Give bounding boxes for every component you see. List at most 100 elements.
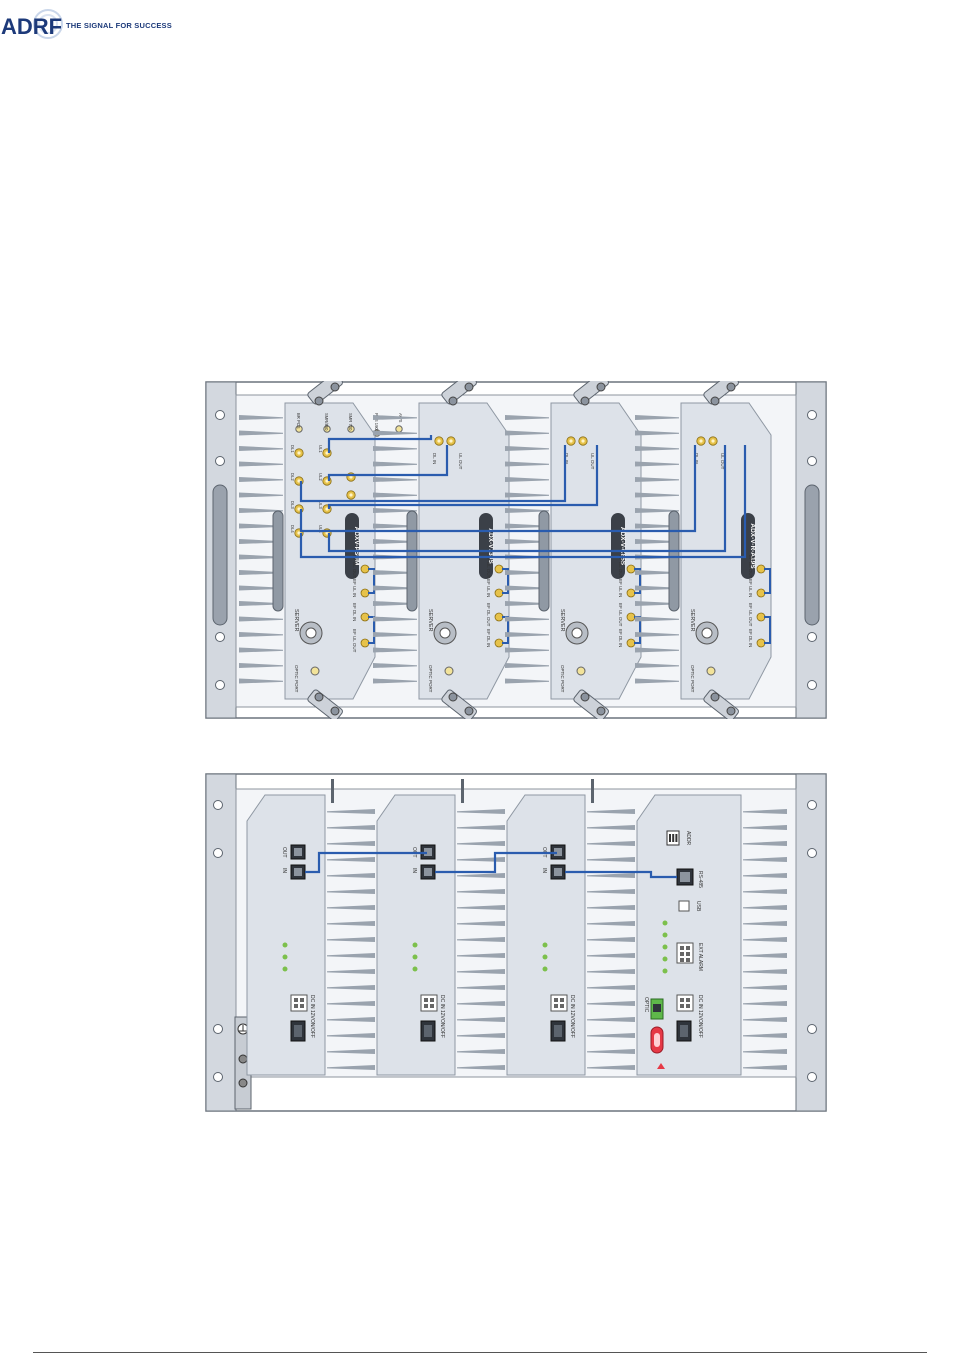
inter-module-cable [327,435,433,453]
heatsink-fin [327,985,375,990]
heatsink-fin [505,663,549,668]
heatsink-fin [505,461,549,467]
heatsink-fin [327,809,375,814]
loopback-cable [634,568,641,594]
status-led [542,966,548,972]
heatsink-fin [587,841,635,846]
rf-port-label: EF UL OUT [486,555,491,579]
rf-port [756,638,766,648]
loopback-cable [368,616,375,644]
in-label: IN [281,868,287,873]
band-label: UL2 [318,473,323,481]
heatsink-fin [373,508,417,513]
heatsink-fin [635,632,679,637]
rs485-socket [680,872,690,882]
heatsink-fin [635,601,679,606]
usb-port [678,900,690,912]
band-label: DL4 [290,525,295,533]
rf-port [360,588,370,598]
heatsink-fin [587,921,635,926]
sma-connector-pin [569,439,573,443]
heatsink-fin [635,477,679,482]
heatsink-fin [635,415,679,420]
heatsink-fin [587,1017,635,1022]
heatsink-fin [457,905,505,910]
heatsink-fin [327,953,375,958]
server-connector-pin [305,627,317,639]
rf-port [360,638,370,648]
daisy-chain-cable [565,870,677,879]
heatsink-fin [635,647,679,653]
alarm-pin [686,946,690,950]
dc-connector [420,994,438,1012]
heatsink-fin [457,937,505,942]
sma-connector-pin [349,475,353,479]
heatsink-fin [373,539,417,544]
optic-port [310,666,320,676]
rf-port-label: EF DL IN [748,629,753,647]
rf-port-label: EF UL OUT [618,603,623,627]
heatsink-fin [505,601,549,606]
rf-port [626,564,636,574]
sma-connector-pin [437,439,441,443]
optic-port-label: OPTIC PORT [690,665,695,693]
heatsink-fin [635,446,679,451]
heatsink-fin [239,430,283,436]
heatsink-fin [587,1001,635,1006]
rf-port-label: EF DL OUT [618,555,623,579]
status-led [662,968,668,974]
sma-connector-pin [325,507,329,511]
dc-label: DC IN 12V [569,995,575,1020]
band-port [347,425,355,433]
dc-pin [560,1004,564,1008]
server-connector-pin [439,627,451,639]
rf-port [756,588,766,598]
heatsink-fin [457,857,505,862]
alarm-pin [680,952,684,956]
band-label: SMR/850 [324,413,329,431]
rj45-in-socket [554,868,562,876]
alarm-pin [680,946,684,950]
inter-module-cable [299,445,567,503]
latch-screw [726,706,736,716]
heatsink-fin [635,539,679,544]
heatsink-fin [373,632,417,637]
power-arrow-icon [657,1063,665,1069]
heatsink-fin [327,825,375,830]
heatsink-fin [635,585,679,591]
in-label: IN [411,868,417,873]
heatsink-fin [327,1001,375,1006]
rf-port-label: EF DL OUT [486,603,491,627]
inter-module-cable [299,445,747,559]
heatsink-fin [505,539,549,544]
rj45-out-socket [554,848,562,856]
heatsink-fin [327,905,375,910]
rs485-label: RS-485 [697,871,703,888]
band-label: UL4 [318,525,323,533]
heatsink-fin [239,585,283,591]
band-label: SMR 700 [348,413,353,431]
heatsink-fin [743,825,787,830]
dc-label: DC IN 12V [697,995,703,1020]
inter-module-cable [327,445,599,509]
heatsink-fin [505,430,549,436]
latch-bracket [573,381,609,405]
heatsink-fin [587,985,635,990]
heatsink-fin [743,1017,787,1022]
ul-out-label: UL OUT [458,453,463,470]
module-grip [538,510,550,612]
adrf-logo: ADRF THE SIGNAL FOR SUCCESS [0,6,180,48]
daisy-chain-cable [435,851,557,874]
heatsink-fin [743,873,787,878]
rf-port [494,564,504,574]
heatsink-fin [327,937,375,942]
heatsink-fin [635,508,679,513]
heatsink-fin [505,647,549,653]
heatsink-fin [327,1065,375,1070]
heatsink-fin [743,969,787,974]
heatsink-fin [327,921,375,926]
server-connector-pin [571,627,583,639]
inter-module-cable [299,445,697,533]
